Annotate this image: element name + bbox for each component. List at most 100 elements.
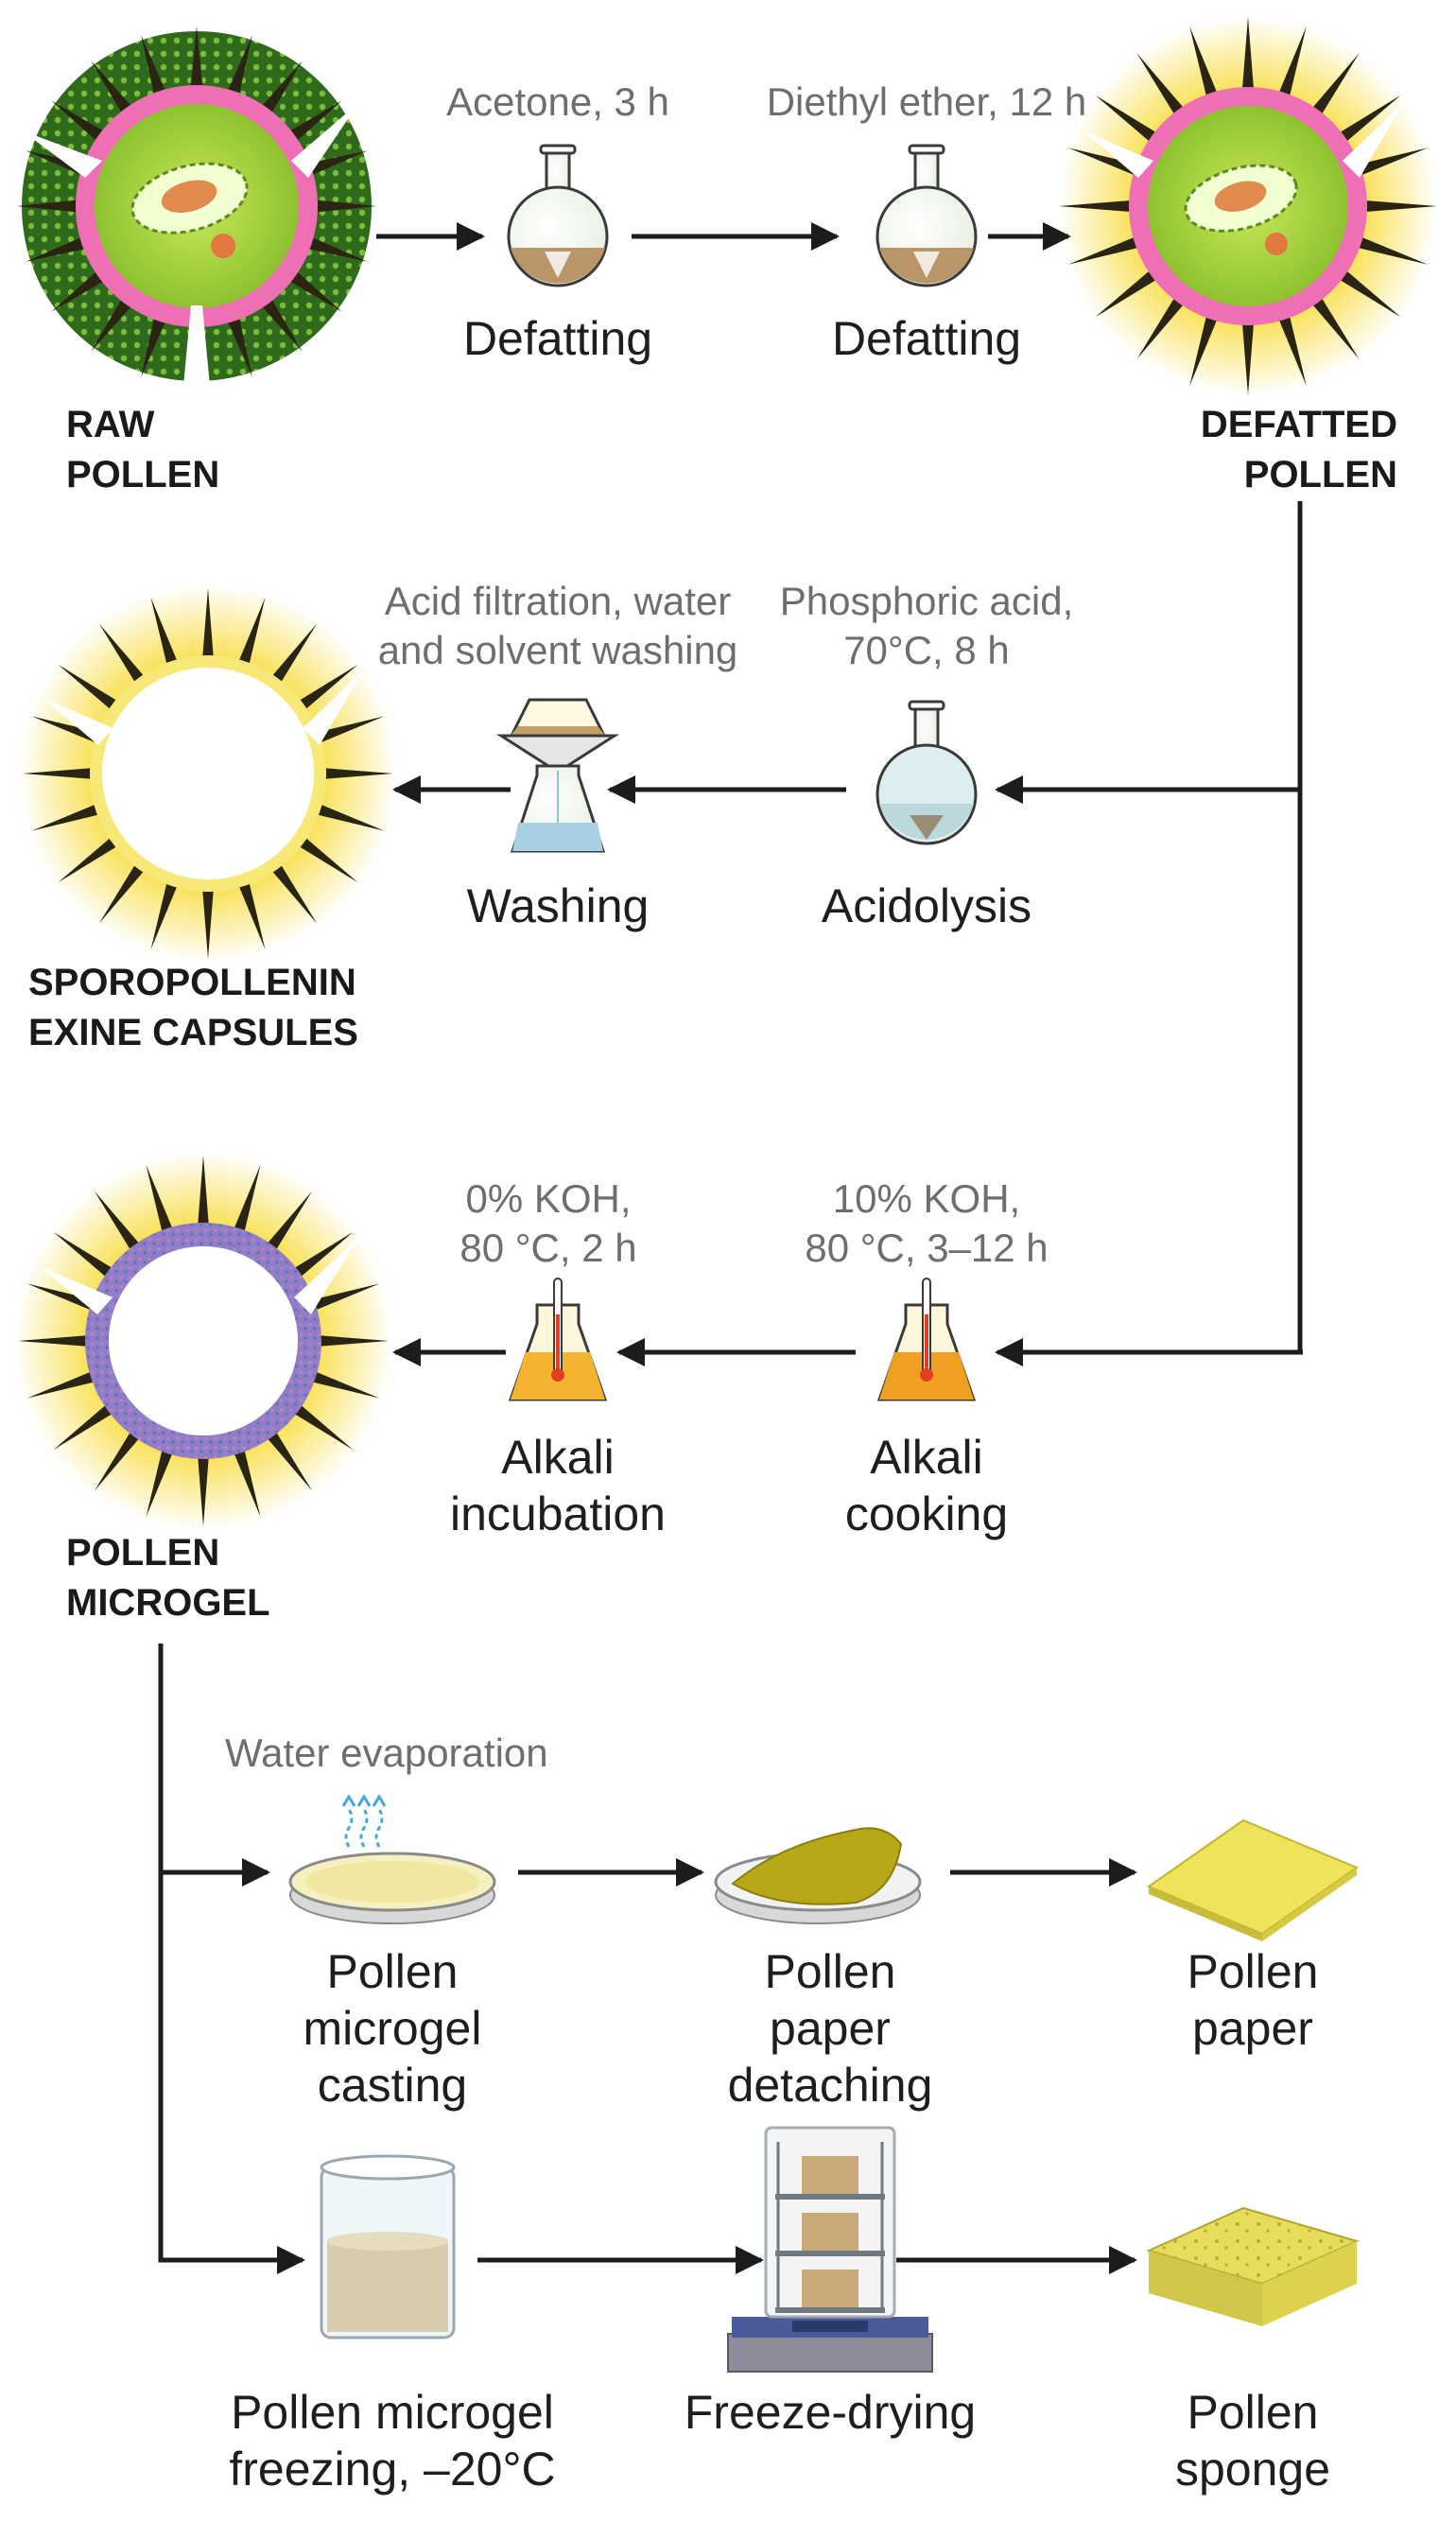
detaching-label-1: Pollen xyxy=(765,1945,896,1998)
pollen-spine xyxy=(265,1191,313,1253)
pollen-spine xyxy=(150,879,179,950)
alkali-incubation-label-2: incubation xyxy=(450,1487,666,1540)
sec-label-2: EXINE CAPSULES xyxy=(28,1012,358,1053)
pollen-spine xyxy=(190,26,203,93)
pollen-spine xyxy=(98,623,147,686)
pollen-spine xyxy=(296,835,358,883)
pollen-spine xyxy=(146,1447,174,1518)
alkali-flask-icon xyxy=(508,1278,608,1401)
pollen-spine xyxy=(269,623,318,686)
acidolysis-label: Acidolysis xyxy=(822,879,1031,932)
pollen-spine xyxy=(198,1454,209,1526)
acidolysis-condition-2: 70°C, 8 h xyxy=(843,628,1010,672)
pollen-paper-sheet-icon xyxy=(1146,1818,1360,1941)
pollen-spine xyxy=(202,588,214,660)
pollen-spine xyxy=(1242,323,1254,395)
pollen-spine xyxy=(284,267,342,312)
pollen-spine xyxy=(98,861,147,924)
pollen-spine xyxy=(202,887,214,959)
raw-pollen-label-2: POLLEN xyxy=(66,454,219,496)
casting-label-2: microgel xyxy=(303,2002,482,2055)
pollen-spine xyxy=(309,1283,380,1312)
pollen-sponge-icon xyxy=(1146,2206,1360,2326)
defatting2-label: Defatting xyxy=(832,312,1021,365)
pollen-spine xyxy=(91,61,136,119)
pollen-spine xyxy=(23,768,95,779)
pollen-spine xyxy=(51,100,110,146)
pollen-spine xyxy=(58,835,120,883)
pollen-spine xyxy=(291,1402,354,1451)
acidolysis-condition-1: Phosphoric acid, xyxy=(780,579,1074,623)
pollen-spine xyxy=(51,267,110,312)
pollen-spine xyxy=(53,1231,115,1279)
pollen-spine xyxy=(31,803,102,831)
pollen-spine xyxy=(94,1191,142,1253)
pollen-spine xyxy=(53,1402,115,1451)
pollen-spine xyxy=(17,200,83,213)
water-evaporation-label: Water evaporation xyxy=(225,1731,548,1775)
pollen-spine xyxy=(1095,270,1157,318)
pollen-spine xyxy=(257,293,303,352)
pollen-spine xyxy=(314,716,385,744)
defatted-pollen-label-2: POLLEN xyxy=(1244,454,1397,496)
round-flask-icon xyxy=(507,144,609,287)
defatted-pollen-grain xyxy=(1059,17,1437,395)
pollen-spine xyxy=(225,35,252,101)
alkali-cooking-label-1: Alkali xyxy=(870,1431,982,1484)
steam-icon xyxy=(341,1794,387,1848)
defatting2-condition: Diethyl ether, 12 h xyxy=(767,79,1087,124)
pollen-spine xyxy=(31,716,102,744)
microgel-label-2: MICROGEL xyxy=(66,1582,270,1624)
defatted-pollen-label-1: DEFATTED xyxy=(1201,404,1397,445)
pollen-spine xyxy=(296,664,358,712)
pollen-spine xyxy=(146,1164,174,1235)
alkali-cooking-label-2: cooking xyxy=(845,1487,1008,1540)
pollen-spine xyxy=(26,235,92,262)
pollen-spine xyxy=(198,1156,209,1227)
detaching-label-2: paper xyxy=(770,2002,891,2055)
raw-pollen-grain xyxy=(17,26,376,386)
casting-label-1: Pollen xyxy=(327,1945,459,1998)
freeze-drying-label: Freeze-drying xyxy=(685,2386,976,2439)
pollen-spine xyxy=(269,861,318,924)
defatting1-label: Defatting xyxy=(463,312,652,365)
pollen-spine xyxy=(321,768,393,779)
pollen-spine xyxy=(26,1370,97,1399)
pollen-spine xyxy=(1059,200,1131,212)
casting-label-3: casting xyxy=(318,2059,467,2112)
pollen-spine xyxy=(26,150,92,178)
freeze-dryer-icon xyxy=(727,2126,933,2373)
pollen-spine xyxy=(1136,53,1184,115)
pollen-spine xyxy=(1136,297,1184,359)
pollen-spine xyxy=(1095,95,1157,142)
pollen-spine xyxy=(1189,316,1218,387)
washing-condition-1: Acid filtration, water xyxy=(385,579,731,623)
pollen-spine xyxy=(291,1231,354,1279)
pollen-spine xyxy=(237,597,266,668)
defatting1-condition: Acetone, 3 h xyxy=(446,79,669,124)
pollen-spine xyxy=(302,150,368,178)
pollen-spine xyxy=(1365,200,1437,212)
round-flask-icon xyxy=(875,144,978,287)
acid-flask-icon xyxy=(875,700,978,845)
sponge-label-1: Pollen xyxy=(1187,2386,1319,2439)
pollen-microgel-grain xyxy=(14,1152,392,1530)
pollen-spine xyxy=(317,1335,389,1347)
pollen-spine xyxy=(1339,95,1401,142)
petri-dish-icon xyxy=(288,1852,496,1924)
pollen-spine xyxy=(302,235,368,262)
pollen-spine xyxy=(1358,148,1429,176)
pollen-spine xyxy=(1278,316,1307,387)
arrow-to-freezing xyxy=(158,1644,305,2274)
washing-label: Washing xyxy=(467,879,650,932)
pollen-spine xyxy=(58,664,120,712)
pollen-spine xyxy=(1339,270,1401,318)
pollen-spine xyxy=(265,1429,313,1491)
alkali-incubation-condition-2: 80 °C, 2 h xyxy=(459,1226,636,1270)
pollen-spine xyxy=(309,1370,380,1399)
alkali-incubation-label-1: Alkali xyxy=(501,1431,614,1484)
paper-label-1: Pollen xyxy=(1187,1945,1319,1998)
pollen-spine xyxy=(150,597,179,668)
pollen-spine xyxy=(26,1283,97,1312)
pollen-spine xyxy=(1189,26,1218,96)
